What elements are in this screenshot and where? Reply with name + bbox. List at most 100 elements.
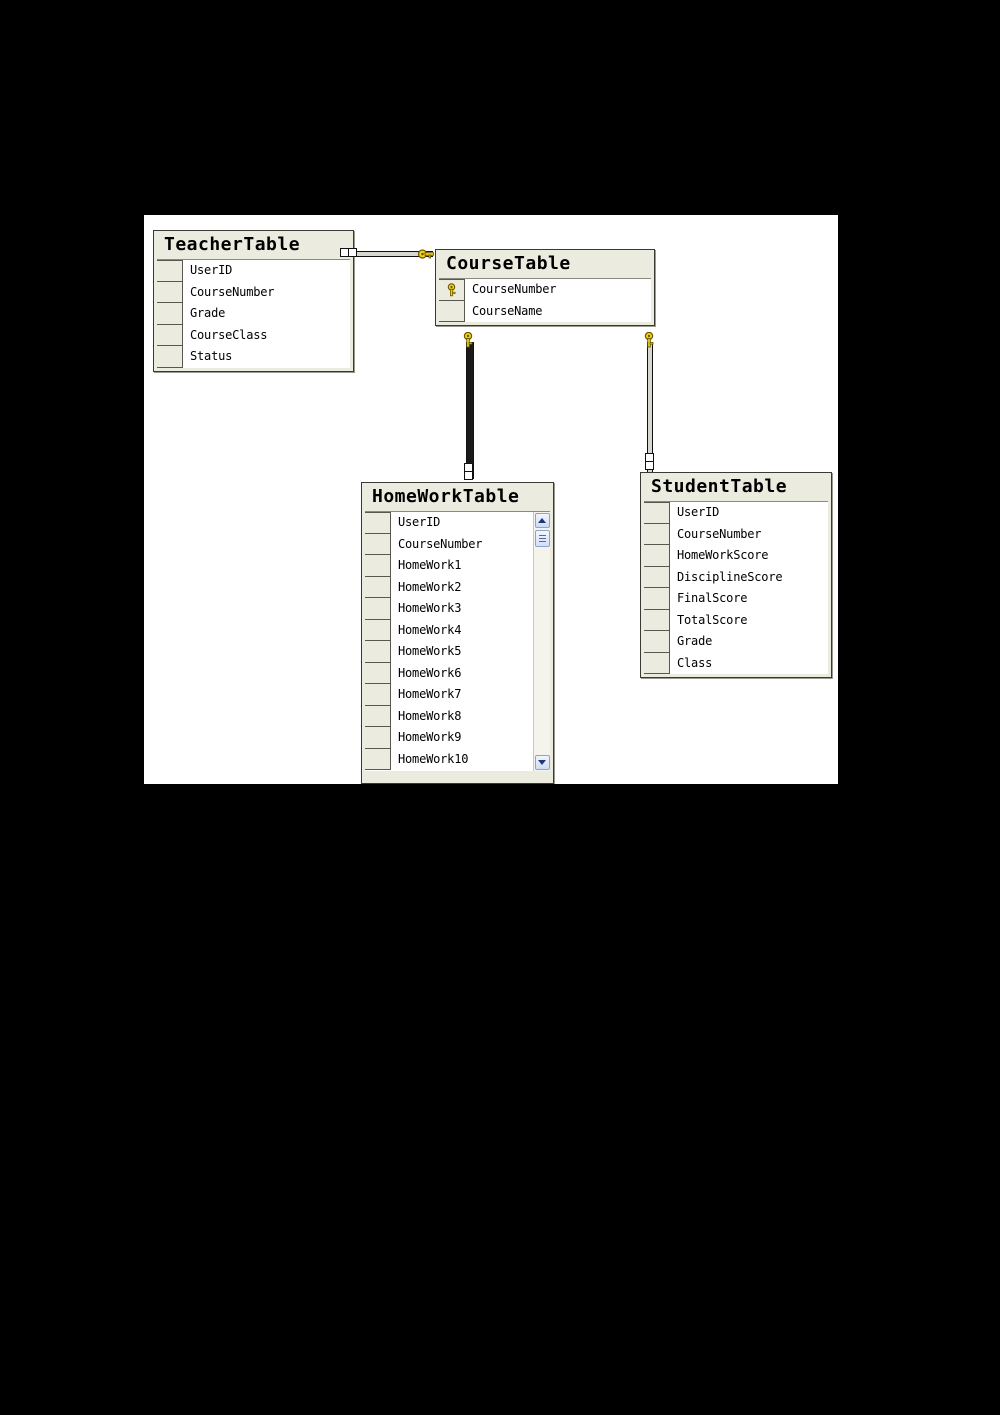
relationship-line-course-student[interactable] <box>647 342 653 472</box>
field-gutter[interactable] <box>365 619 391 641</box>
relationship-line-teacher-course[interactable] <box>349 251 433 257</box>
field-name: DisciplineScore <box>677 569 783 584</box>
field-row[interactable]: TotalScore <box>644 609 828 631</box>
field-row[interactable]: DisciplineScore <box>644 566 828 588</box>
cardinality-one-teacher-course <box>417 246 434 260</box>
primary-key-icon <box>447 282 455 296</box>
field-name: Class <box>677 655 713 670</box>
field-list-student: UserID CourseNumber HomeWorkScore Discip… <box>644 502 828 674</box>
entity-student-table[interactable]: StudentTable UserID CourseNumber HomeWor… <box>640 472 832 678</box>
field-gutter[interactable] <box>644 588 670 610</box>
field-row[interactable]: CourseNumber <box>365 533 550 555</box>
scrollbar-track[interactable] <box>534 529 550 754</box>
field-name: FinalScore <box>677 591 748 605</box>
field-gutter[interactable] <box>439 300 465 322</box>
entity-teacher-table[interactable]: TeacherTable UserID CourseNumber Grade C… <box>153 230 354 372</box>
field-gutter[interactable] <box>157 346 183 368</box>
field-gutter[interactable] <box>157 281 183 303</box>
field-gutter[interactable] <box>365 598 391 620</box>
field-row[interactable]: UserID <box>365 512 550 534</box>
field-row[interactable]: HomeWork10 <box>365 748 550 770</box>
field-row[interactable]: HomeWork4 <box>365 619 550 641</box>
field-gutter[interactable] <box>365 555 391 577</box>
field-gutter[interactable] <box>644 566 670 588</box>
field-gutter[interactable] <box>644 609 670 631</box>
field-row[interactable]: CourseName <box>439 300 651 322</box>
field-gutter[interactable] <box>365 748 391 770</box>
field-name: UserID <box>398 515 441 529</box>
entity-body-student: UserID CourseNumber HomeWorkScore Discip… <box>644 501 828 674</box>
field-gutter[interactable] <box>157 324 183 346</box>
entity-title-course: CourseTable <box>446 253 571 274</box>
scrollbar-thumb[interactable] <box>534 530 550 547</box>
infinity-cell-bottom <box>464 471 473 480</box>
field-gutter[interactable] <box>157 260 183 282</box>
field-gutter-primary-key[interactable] <box>439 279 465 301</box>
field-row[interactable]: Grade <box>157 303 350 325</box>
field-gutter[interactable] <box>365 641 391 663</box>
field-row[interactable]: CourseClass <box>157 324 350 346</box>
field-name: CourseNumber <box>677 526 762 541</box>
field-row[interactable]: Class <box>644 652 828 674</box>
field-gutter[interactable] <box>644 652 670 674</box>
field-row[interactable]: HomeWork8 <box>365 705 550 727</box>
field-name: UserID <box>677 505 720 519</box>
field-name: HomeWork2 <box>398 579 462 594</box>
entity-course-table[interactable]: CourseTable CourseNumber <box>435 249 655 326</box>
relationship-line-course-homework[interactable] <box>466 342 474 479</box>
field-gutter[interactable] <box>644 502 670 524</box>
field-row[interactable]: Status <box>157 346 350 368</box>
field-row[interactable]: CourseNumber <box>157 281 350 303</box>
key-icon <box>417 249 434 259</box>
scrollbar-grip-icon <box>538 535 546 543</box>
chevron-down-icon <box>538 760 546 765</box>
field-gutter[interactable] <box>644 545 670 567</box>
scroll-down-button[interactable] <box>534 755 550 770</box>
field-gutter[interactable] <box>157 303 183 325</box>
field-list-scrollbar[interactable] <box>533 512 550 771</box>
field-gutter[interactable] <box>365 512 391 534</box>
field-row[interactable]: HomeWork1 <box>365 555 550 577</box>
field-name: HomeWorkScore <box>677 548 769 562</box>
field-row[interactable]: HomeWork5 <box>365 641 550 663</box>
field-name: Grade <box>677 634 713 648</box>
field-row[interactable]: FinalScore <box>644 588 828 610</box>
field-row[interactable]: HomeWork7 <box>365 684 550 706</box>
field-name: CourseNumber <box>472 282 557 296</box>
field-name: CourseClass <box>190 327 268 342</box>
field-name: Status <box>190 349 233 363</box>
field-gutter[interactable] <box>365 576 391 598</box>
field-row[interactable]: HomeWork2 <box>365 576 550 598</box>
entity-homework-table[interactable]: HomeWorkTable UserID CourseNumber HomeWo… <box>361 482 554 784</box>
cardinality-many-course-student <box>645 453 654 471</box>
field-gutter[interactable] <box>365 705 391 727</box>
field-gutter[interactable] <box>365 662 391 684</box>
cardinality-one-course-student <box>642 331 658 348</box>
field-gutter[interactable] <box>365 684 391 706</box>
field-name: HomeWork7 <box>398 687 462 701</box>
field-row[interactable]: HomeWork9 <box>365 727 550 749</box>
cardinality-many-course-homework <box>464 463 473 481</box>
field-name: CourseName <box>472 303 543 318</box>
field-gutter[interactable] <box>365 727 391 749</box>
field-row[interactable]: UserID <box>157 260 350 282</box>
field-row[interactable]: HomeWorkScore <box>644 545 828 567</box>
field-row[interactable]: Grade <box>644 631 828 653</box>
field-name: HomeWork4 <box>398 622 462 637</box>
field-name: HomeWork8 <box>398 708 462 723</box>
field-row[interactable]: UserID <box>644 502 828 524</box>
field-row[interactable]: HomeWork3 <box>365 598 550 620</box>
field-gutter[interactable] <box>365 533 391 555</box>
field-gutter[interactable] <box>644 523 670 545</box>
field-name: HomeWork10 <box>398 751 469 766</box>
field-row[interactable]: HomeWork6 <box>365 662 550 684</box>
field-name: CourseNumber <box>398 536 483 551</box>
field-gutter[interactable] <box>644 631 670 653</box>
entity-title-homework: HomeWorkTable <box>372 486 520 507</box>
field-row[interactable]: CourseNumber <box>439 279 651 301</box>
key-icon <box>644 331 654 348</box>
database-diagram-canvas[interactable]: TeacherTable UserID CourseNumber Grade C… <box>144 215 838 784</box>
field-list-teacher: UserID CourseNumber Grade CourseClass St… <box>157 260 350 368</box>
scroll-up-button[interactable] <box>534 513 550 528</box>
field-row[interactable]: CourseNumber <box>644 523 828 545</box>
